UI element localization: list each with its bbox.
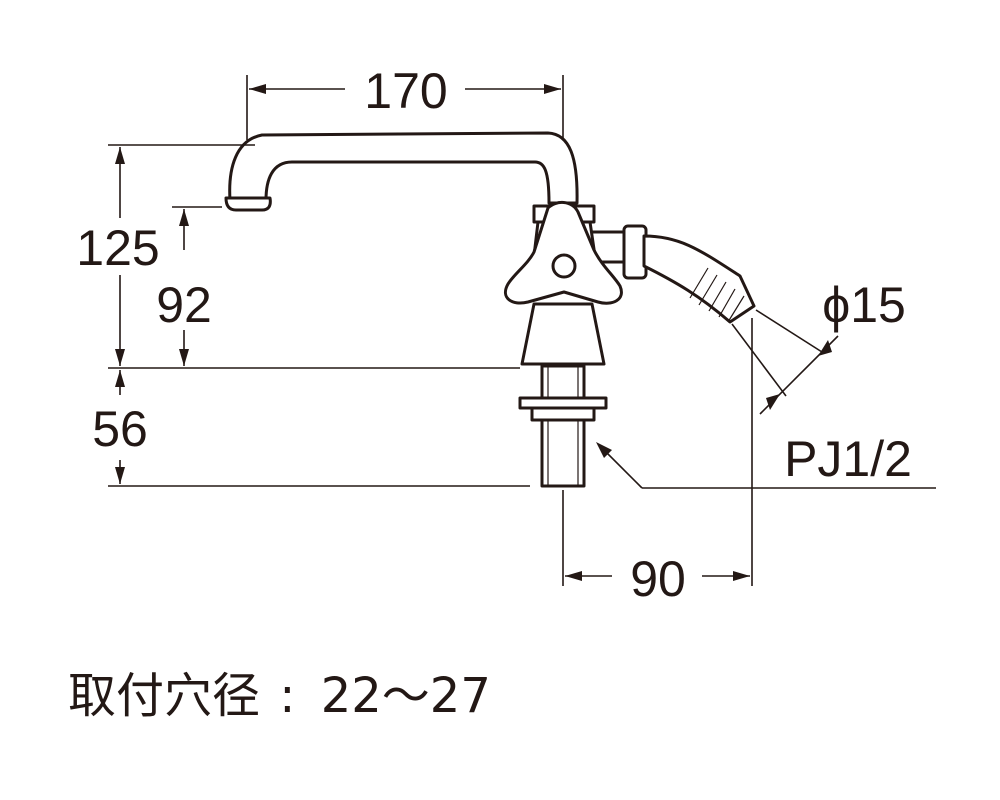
mounting-shank-lower bbox=[540, 418, 586, 488]
dim-shank-length: 56 bbox=[92, 401, 148, 457]
faucet bbox=[224, 131, 756, 488]
dim-thread-spec: PJ1/2 bbox=[784, 431, 912, 487]
faucet-base bbox=[520, 302, 606, 366]
caption-separator: : bbox=[279, 668, 295, 724]
dim-spout-height: 92 bbox=[156, 277, 212, 333]
caption-value: 22〜27 bbox=[321, 668, 491, 724]
caption-label: 取付穴径 bbox=[68, 668, 260, 724]
dim-outlet-offset: 90 bbox=[630, 551, 686, 607]
handle-cap-screw bbox=[551, 253, 577, 279]
hose-elbow bbox=[642, 234, 756, 324]
mounting-nut bbox=[530, 406, 596, 422]
handle[interactable] bbox=[504, 201, 623, 305]
dim-total-height: 125 bbox=[76, 220, 159, 276]
dimension-lines bbox=[108, 75, 936, 586]
spout-tube bbox=[228, 131, 579, 205]
mounting-hole-caption: 取付穴径 : 22〜27 bbox=[68, 668, 491, 724]
hose-nozzle bbox=[588, 224, 756, 324]
dim-hose-diameter: ϕ15 bbox=[822, 277, 906, 333]
dim-spout-reach: 170 bbox=[364, 63, 447, 119]
mounting-shank-upper bbox=[540, 364, 586, 400]
spout-outlet bbox=[224, 196, 272, 212]
